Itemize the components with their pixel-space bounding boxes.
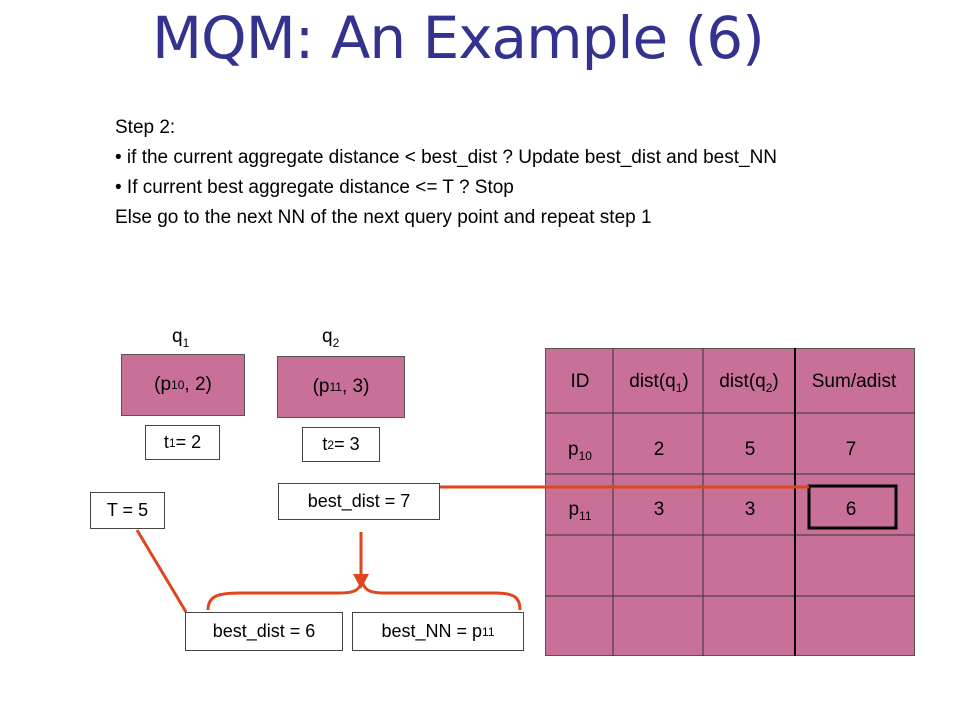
- best-nn-sub: 11: [482, 624, 495, 639]
- row-p11-sum: 6: [845, 499, 857, 520]
- best-dist-new-box: best_dist = 6: [185, 612, 343, 651]
- row-p11-dist-q1: 3: [653, 499, 665, 520]
- header-id: ID: [570, 371, 590, 392]
- q1-nn-suffix: , 2): [184, 374, 212, 395]
- row-p10-id: p10: [546, 439, 614, 463]
- threshold-connector-line: [135, 529, 188, 613]
- row-p11-id-sub: 11: [579, 508, 592, 523]
- t1-sub: 1: [168, 435, 176, 450]
- brace-shape: [206, 579, 522, 611]
- row-p11-id-prefix: p: [568, 499, 580, 520]
- t1-suffix: = 2: [175, 432, 202, 452]
- distance-table: ID dist(q1) dist(q2) Sum/adist p10 2 5 7…: [545, 348, 915, 656]
- header-dist-q1-prefix: dist(q: [629, 371, 676, 392]
- best-nn-prefix: best_NN = p: [381, 621, 483, 641]
- t2-prefix: t: [322, 434, 328, 454]
- slide-title: MQM: An Example (6): [152, 4, 765, 72]
- t2-sub: 2: [327, 437, 335, 452]
- threshold-box: T = 5: [90, 492, 165, 529]
- header-dist-q2: dist(q2): [704, 371, 794, 395]
- q2-nn-sub: 11: [329, 380, 342, 394]
- best-dist-old-box: best_dist = 7: [278, 483, 440, 520]
- q2-nn-suffix: , 3): [341, 376, 370, 397]
- table-grid: [545, 348, 915, 656]
- row-p10-dist-q1: 2: [653, 439, 665, 460]
- bullet-update: • if the current aggregate distance < be…: [115, 147, 778, 168]
- header-dist-q1-suffix: ): [682, 371, 689, 392]
- row-p10-dist-q2: 5: [744, 439, 756, 460]
- t1-prefix: t: [163, 432, 169, 452]
- step-text: Step 2: • if the current aggregate dista…: [115, 114, 777, 234]
- q1-sub: 1: [182, 335, 190, 350]
- row-p11-id: p11: [546, 499, 614, 523]
- row-p11-dist-q2: 3: [744, 499, 756, 520]
- q1-nn-sub: 10: [171, 378, 185, 392]
- row-p10-id-sub: 10: [578, 448, 592, 463]
- header-dist-q2-suffix: ): [772, 371, 779, 392]
- q2-nn-prefix: (p: [312, 376, 330, 397]
- query-label-q1: q1: [172, 326, 189, 350]
- query-label-q2: q2: [322, 326, 339, 350]
- row-p10-id-prefix: p: [568, 439, 579, 460]
- highlight-sum-box: [807, 484, 898, 530]
- row-p10-sum: 7: [845, 439, 857, 460]
- q2-sub: 2: [332, 335, 340, 350]
- t2-suffix: = 3: [334, 434, 360, 454]
- bullet-stop: • If current best aggregate distance <= …: [115, 177, 514, 198]
- q1-letter: q: [172, 326, 183, 347]
- q1-nn-prefix: (p: [154, 374, 172, 395]
- header-dist-q1-sub: 1: [675, 380, 683, 395]
- header-sum: Sum/adist: [811, 371, 897, 392]
- header-dist-q2-prefix: dist(q: [719, 371, 766, 392]
- q2-letter: q: [322, 326, 333, 347]
- header-dist-q1: dist(q1): [614, 371, 704, 395]
- else-line: Else go to the next NN of the next query…: [115, 207, 652, 228]
- header-dist-q2-sub: 2: [765, 380, 773, 395]
- down-arrow-head: [353, 574, 369, 589]
- step-label: Step 2:: [115, 117, 176, 138]
